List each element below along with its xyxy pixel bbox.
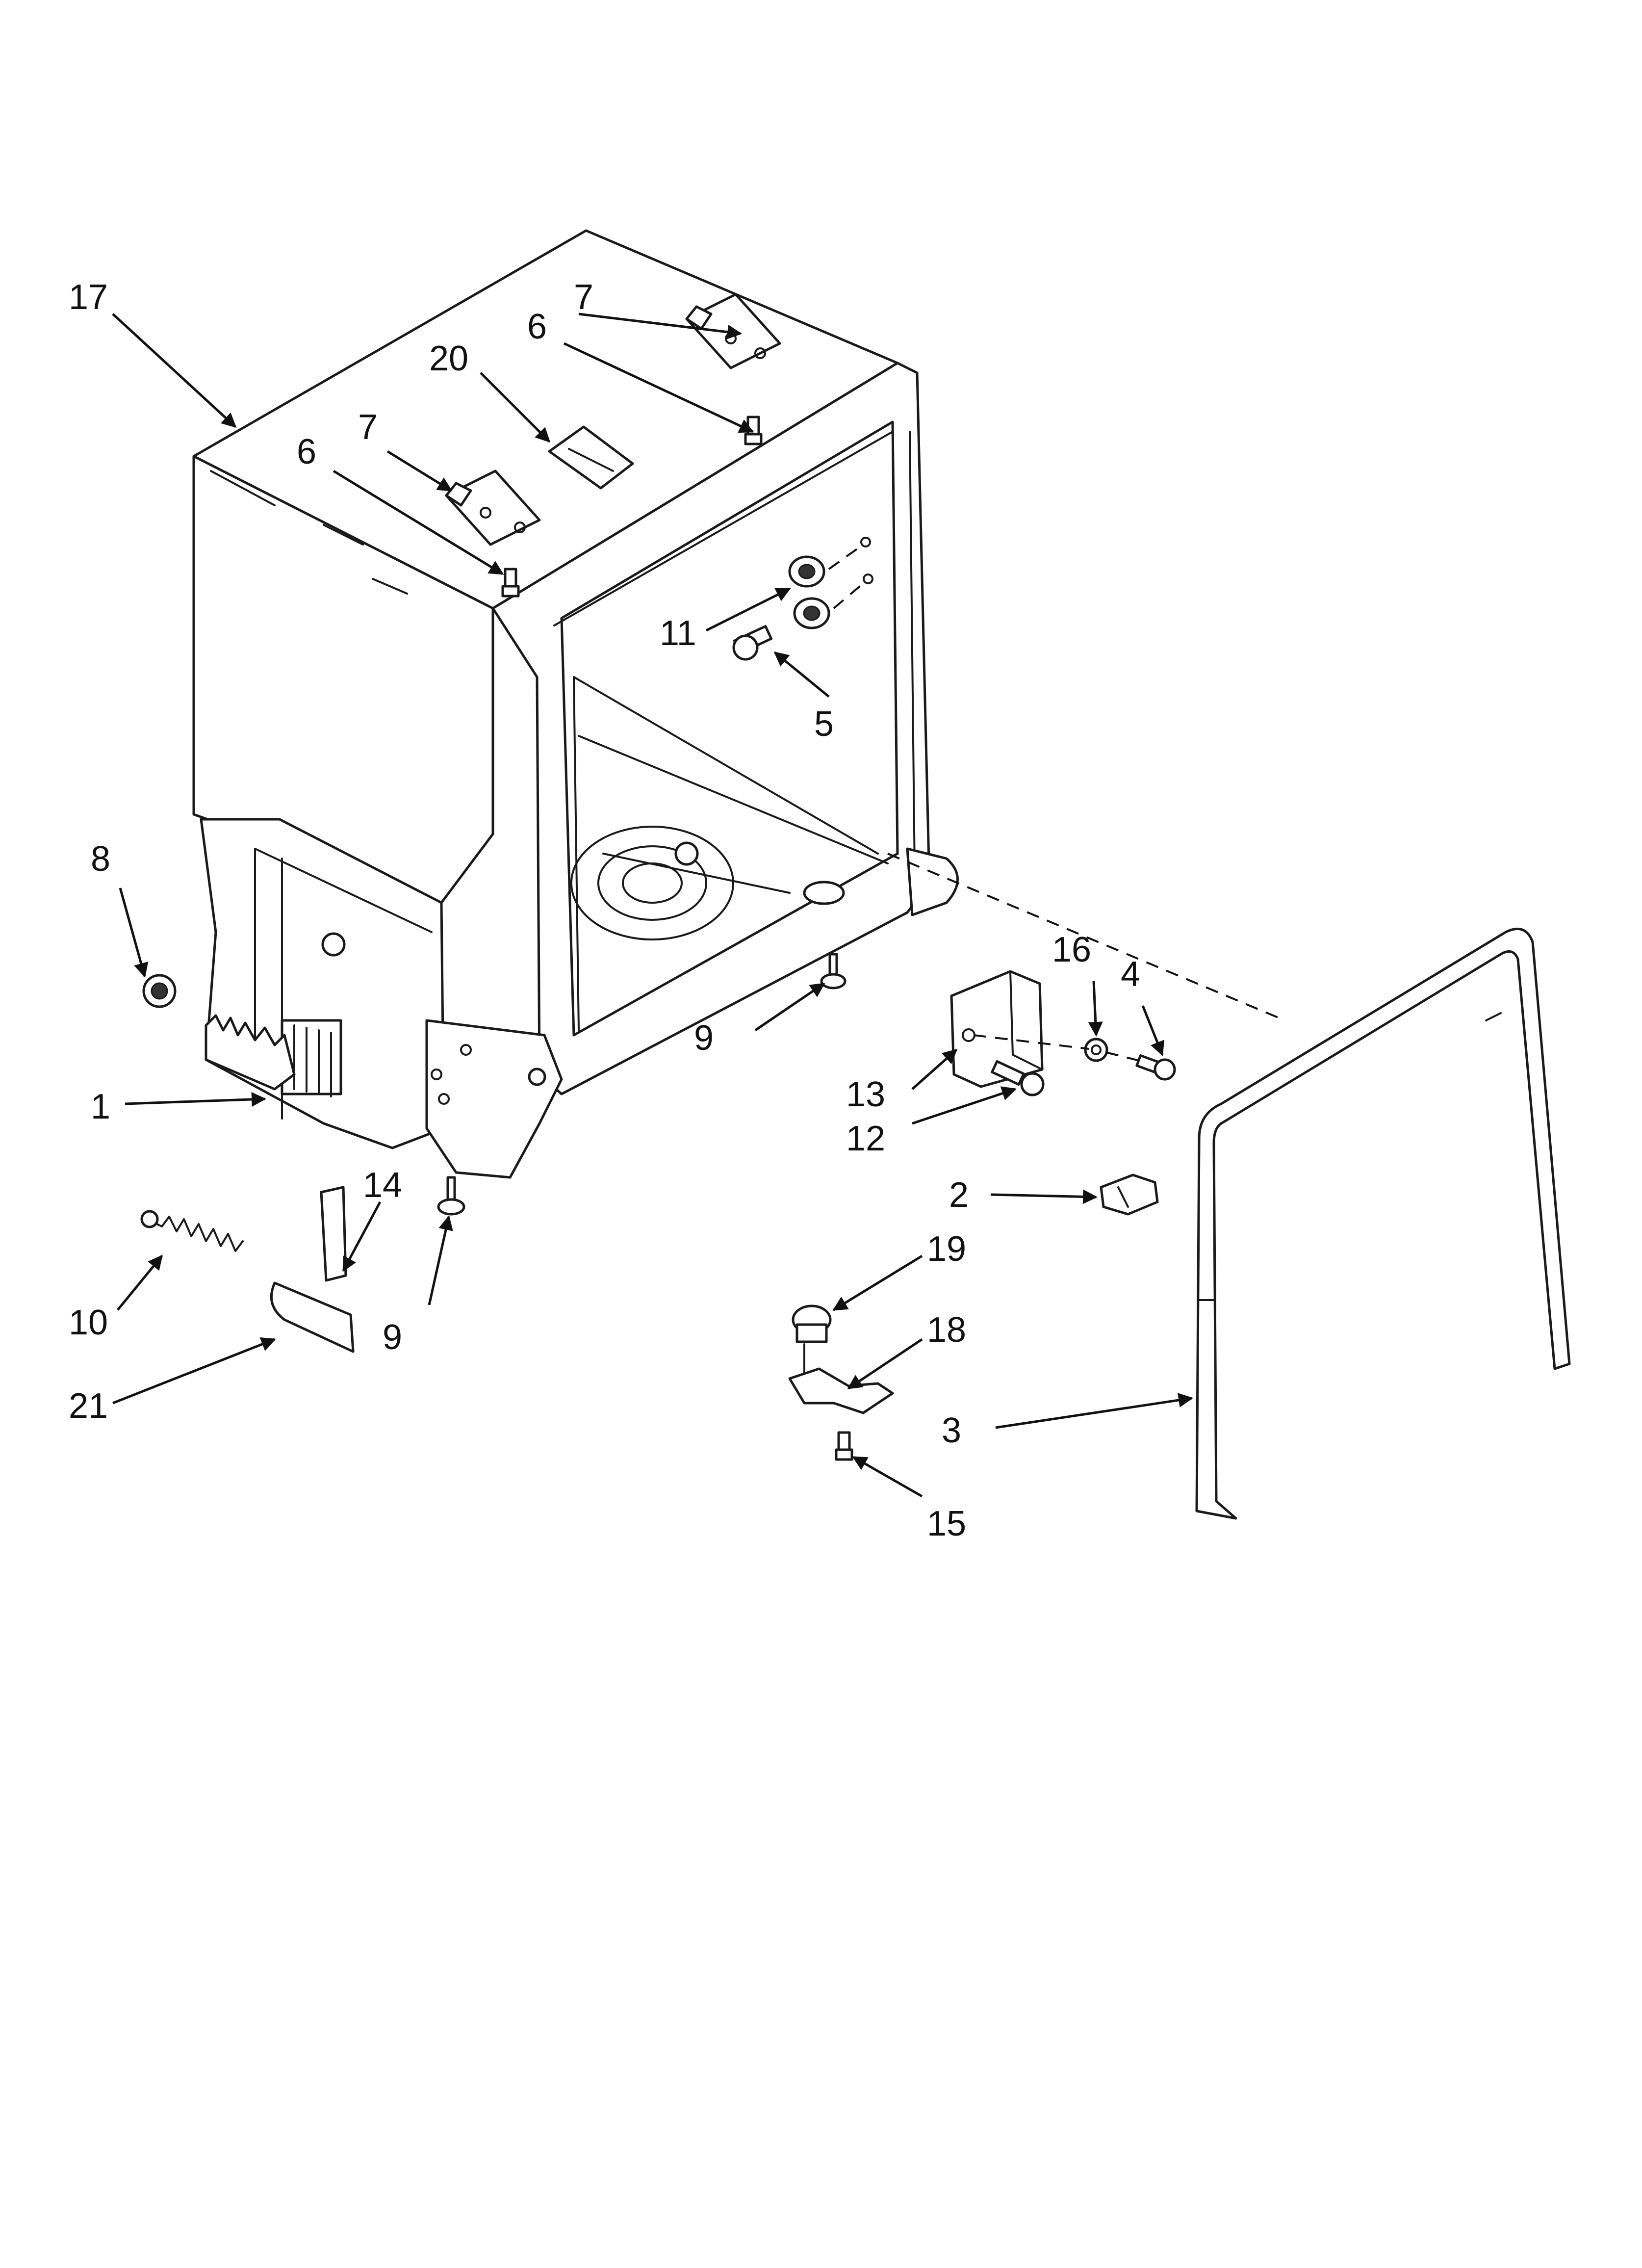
roller-pair	[788, 537, 873, 629]
callout-21: 21	[69, 1386, 108, 1426]
bracket-screw	[991, 1060, 1045, 1096]
callout-8: 8	[91, 839, 110, 879]
latch-screw	[1135, 1054, 1176, 1081]
callout-3: 3	[942, 1411, 961, 1450]
callout-14: 14	[363, 1166, 402, 1205]
callout-16: 16	[1052, 930, 1091, 969]
callout-7-left: 7	[358, 408, 378, 447]
callout-2: 2	[949, 1175, 969, 1215]
vent-clip	[548, 425, 634, 490]
callout-10: 10	[69, 1303, 108, 1342]
callout-6-right: 6	[527, 307, 547, 346]
callout-7-right: 7	[574, 278, 593, 317]
screw-left	[501, 568, 520, 598]
callout-9-rear: 9	[694, 1018, 714, 1058]
callout-15: 15	[927, 1504, 966, 1543]
hi-limit-thermostat	[792, 1304, 832, 1375]
thermostat-bracket	[788, 1367, 894, 1414]
washer	[1084, 1038, 1108, 1062]
callout-12: 12	[846, 1119, 885, 1158]
hinge-bracket-left	[445, 469, 541, 546]
callout-1: 1	[91, 1087, 110, 1126]
callout-20: 20	[429, 339, 468, 378]
leveling-leg-front	[437, 1176, 465, 1216]
drain-plug	[142, 974, 177, 1008]
leveling-leg-rear	[820, 953, 847, 990]
latch-clip	[1100, 1173, 1159, 1216]
callout-6-left: 6	[297, 432, 316, 471]
callout-labels: 17 7 6 20 7 6 11 5 8 9 1 16 4 13 12 2 14…	[69, 278, 1140, 1543]
callout-9-front: 9	[383, 1318, 402, 1357]
leader-lines	[112, 313, 1193, 1498]
callout-19: 19	[927, 1229, 966, 1269]
callout-11: 11	[660, 614, 696, 653]
door-latch-bracket	[950, 970, 1044, 1088]
door-gasket	[1195, 927, 1571, 1520]
roller-screw	[732, 625, 773, 661]
callout-4: 4	[1121, 955, 1140, 994]
callout-5: 5	[814, 704, 834, 744]
callout-13: 13	[846, 1075, 885, 1114]
tub-assembly	[192, 229, 959, 1179]
spring-cap	[270, 1281, 355, 1353]
callout-18: 18	[927, 1310, 966, 1350]
callout-17: 17	[69, 278, 108, 317]
bracket-screw-lower	[835, 1431, 853, 1461]
door-spring	[140, 1210, 244, 1252]
insulation-strip	[320, 1186, 347, 1282]
